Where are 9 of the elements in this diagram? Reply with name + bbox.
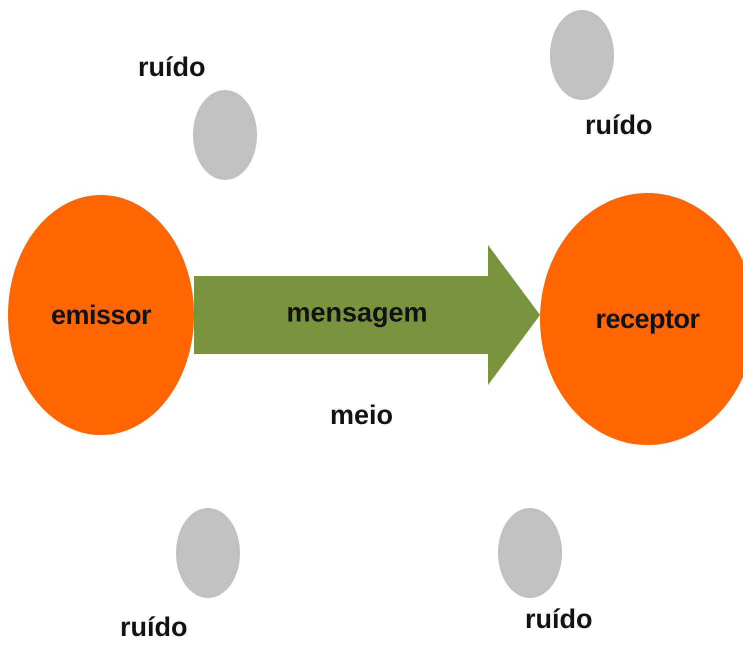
noise-label: ruído [585, 110, 652, 141]
node-label: receptor [595, 304, 700, 334]
noise-label: ruído [138, 52, 206, 83]
noise-label: ruído [525, 604, 592, 635]
node-label: emissor [50, 300, 152, 330]
edge-label: mensagem [286, 298, 428, 328]
noise-label: ruído [120, 612, 188, 643]
medium-label: meio [330, 400, 394, 431]
block-arrow [194, 245, 540, 385]
